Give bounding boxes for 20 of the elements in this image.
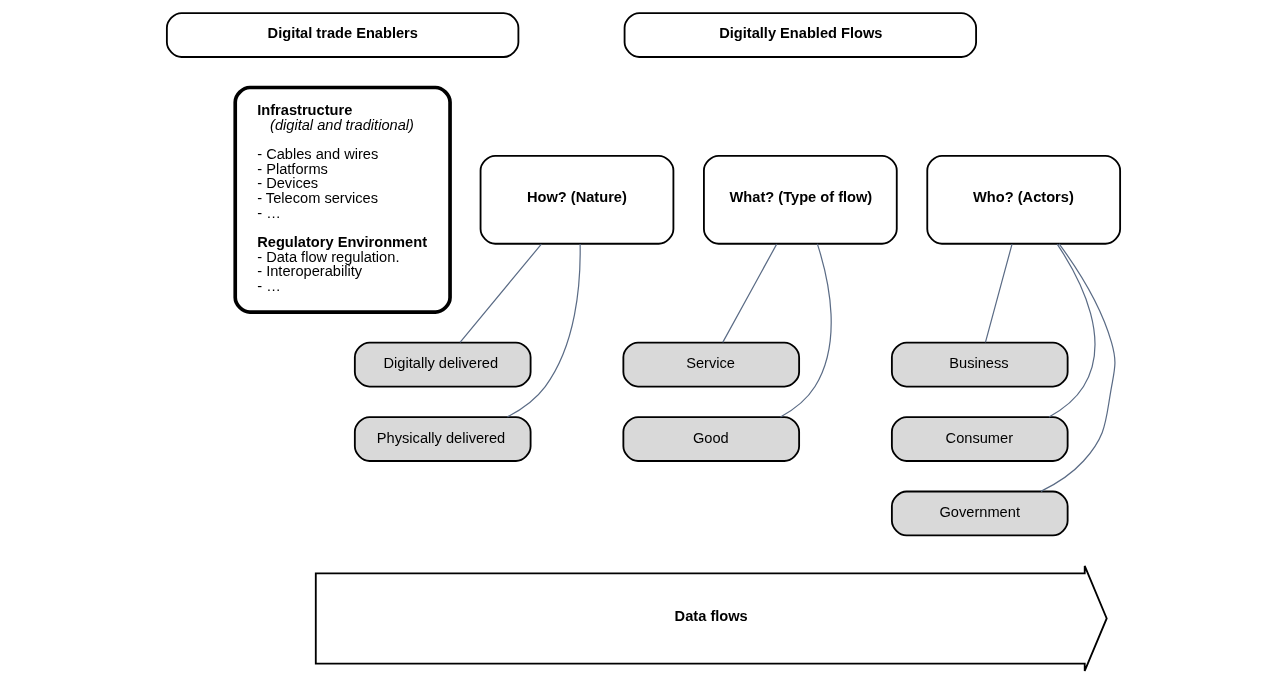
node-box: Consumer bbox=[890, 416, 1069, 462]
node-box: Good bbox=[622, 416, 801, 462]
node-box: Service bbox=[622, 341, 801, 388]
node-box: Digital trade Enablers bbox=[165, 12, 520, 58]
node-box: Digitally delivered bbox=[353, 341, 532, 388]
node-box: Infrastructure (digital and traditional) - Cables and wires - Platforms - Devices - Telecom services - … Regulatory Environment - Data flow regulation. - Interoperability - … bbox=[233, 85, 452, 314]
node-box: What? (Type of flow) bbox=[703, 154, 898, 245]
node-box: Business bbox=[890, 341, 1069, 388]
node-box: Physically delivered bbox=[353, 416, 532, 462]
connector bbox=[722, 243, 778, 343]
connector bbox=[1048, 243, 1096, 418]
node-box: How? (Nature) bbox=[479, 154, 675, 245]
connector bbox=[984, 243, 1013, 343]
connector bbox=[779, 243, 832, 418]
node-box: Government bbox=[890, 490, 1069, 537]
connector bbox=[506, 243, 581, 418]
node-box: Digitally Enabled Flows bbox=[623, 12, 977, 58]
connector bbox=[1040, 243, 1116, 493]
node-box: Who? (Actors) bbox=[926, 154, 1122, 245]
connector bbox=[459, 243, 542, 343]
